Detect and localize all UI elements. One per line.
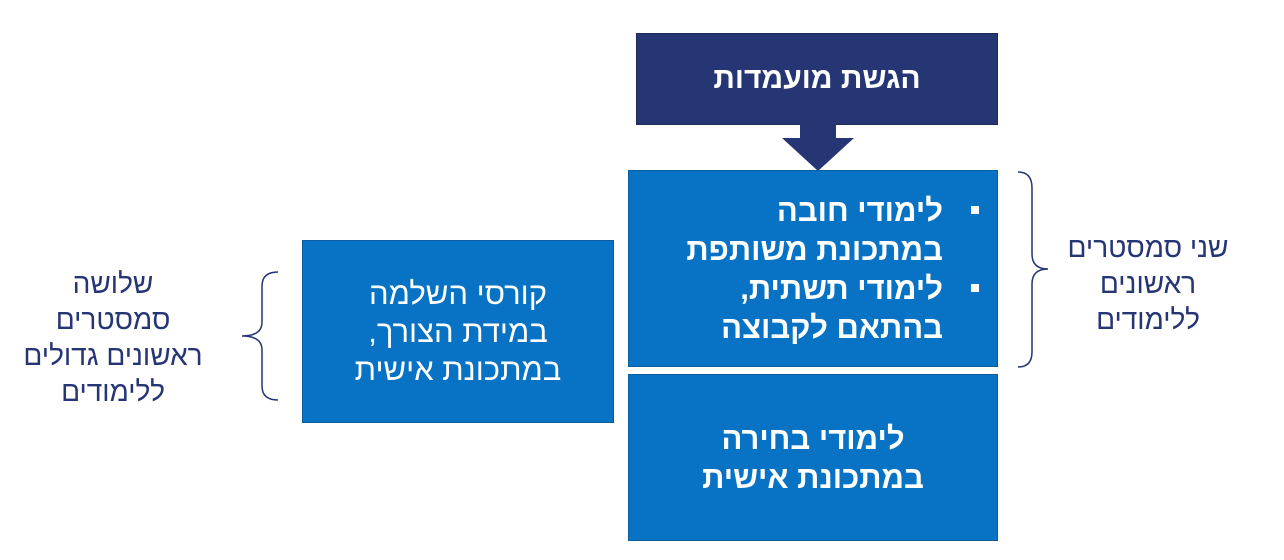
down-arrow-icon — [782, 124, 854, 171]
first-two-semesters-label: שני סמסטרים ראשונים ללימודים — [1058, 230, 1238, 338]
completion-line: במידת הצורך, — [368, 313, 548, 349]
item-line: לימודי תשתית, — [740, 270, 943, 306]
core-studies-list: לימודי חובה במתכונת משותפת לימודי תשתית,… — [686, 191, 997, 347]
right-brace-icon — [1017, 171, 1049, 368]
label-line: ראשונים גדולים — [23, 340, 203, 371]
application-box: הגשת מועמדות — [636, 33, 998, 125]
electives-line: במתכונת אישית — [702, 459, 924, 495]
label-line: סמסטרים — [55, 304, 171, 335]
list-item: לימודי חובה במתכונת משותפת — [686, 191, 979, 269]
label-line: שני סמסטרים — [1067, 232, 1229, 263]
completion-line: קורסי השלמה — [369, 275, 547, 311]
item-line: לימודי חובה — [776, 192, 943, 228]
first-three-semesters-label: שלושה סמסטרים ראשונים גדולים ללימודים — [8, 266, 218, 410]
core-studies-box: לימודי חובה במתכונת משותפת לימודי תשתית,… — [628, 170, 998, 367]
bullet-icon — [971, 205, 979, 214]
left-brace-icon — [241, 271, 279, 401]
electives-box: לימודי בחירה במתכונת אישית — [628, 374, 998, 541]
completion-line: במתכונת אישית — [354, 351, 562, 387]
bullet-icon — [971, 283, 979, 292]
completion-courses-box: קורסי השלמה במידת הצורך, במתכונת אישית — [302, 240, 614, 423]
item-line: בהתאם לקבוצה — [721, 309, 943, 345]
label-line: ללימודים — [1096, 304, 1200, 335]
list-item: לימודי תשתית, בהתאם לקבוצה — [686, 269, 979, 347]
electives-line: לימודי בחירה — [721, 420, 905, 456]
label-line: ללימודים — [61, 376, 165, 407]
item-line: במתכונת משותפת — [686, 231, 943, 267]
label-line: ראשונים — [1099, 268, 1197, 299]
label-line: שלושה — [72, 268, 154, 299]
application-title: הגשת מועמדות — [713, 62, 921, 95]
